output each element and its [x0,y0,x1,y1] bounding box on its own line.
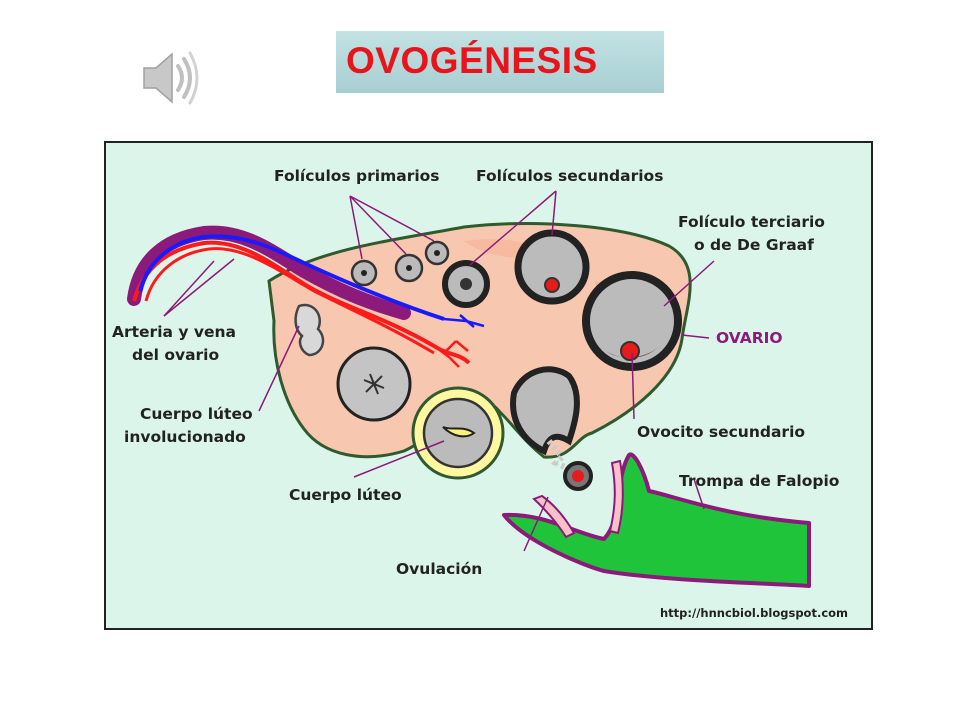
label-foliculos-primarios: Folículos primarios [274,167,440,185]
label-arteria-vena-2: del ovario [132,346,219,364]
ovary-diagram: Folículos primarios Folículos secundario… [104,141,873,630]
leader-lines [163,190,715,552]
secondary-follicles [442,229,590,308]
primary-follicle-1 [350,259,378,287]
label-foliculo-terciario-2: o de De Graaf [694,236,814,254]
corpus-luteum-yellow [411,386,505,480]
primary-follicles [350,240,450,287]
secondary-follicle-1 [442,260,490,308]
label-arteria-vena-1: Arteria y vena [112,323,236,341]
title-box: OVOGÉNESIS [336,31,664,93]
label-foliculo-terciario-1: Folículo terciario [678,213,825,231]
label-cuerpo-luteo-involucionado-2: involucionado [124,428,246,446]
primary-follicle-2 [394,253,424,283]
blood-vessels [127,225,485,368]
ovulating-follicle [510,366,593,491]
page-title: OVOGÉNESIS [346,40,598,81]
label-cuerpo-luteo-involucionado-1: Cuerpo lúteo [140,405,253,423]
speaker-icon[interactable] [140,46,204,110]
label-ovulacion: Ovulación [396,560,482,578]
label-foliculos-secundarios: Folículos secundarios [476,167,663,185]
source-url[interactable]: http://hnncbiol.blogspot.com [660,606,848,620]
label-trompa-de-falopio: Trompa de Falopio [679,472,839,490]
label-ovario: OVARIO [716,329,783,347]
corpus-luteum-gray [336,346,412,422]
secondary-follicle-2 [514,229,590,305]
fallopian-tube [502,452,811,588]
primary-follicle-3 [424,240,450,266]
label-ovocito-secundario: Ovocito secundario [637,423,805,441]
label-cuerpo-luteo: Cuerpo lúteo [289,486,402,504]
